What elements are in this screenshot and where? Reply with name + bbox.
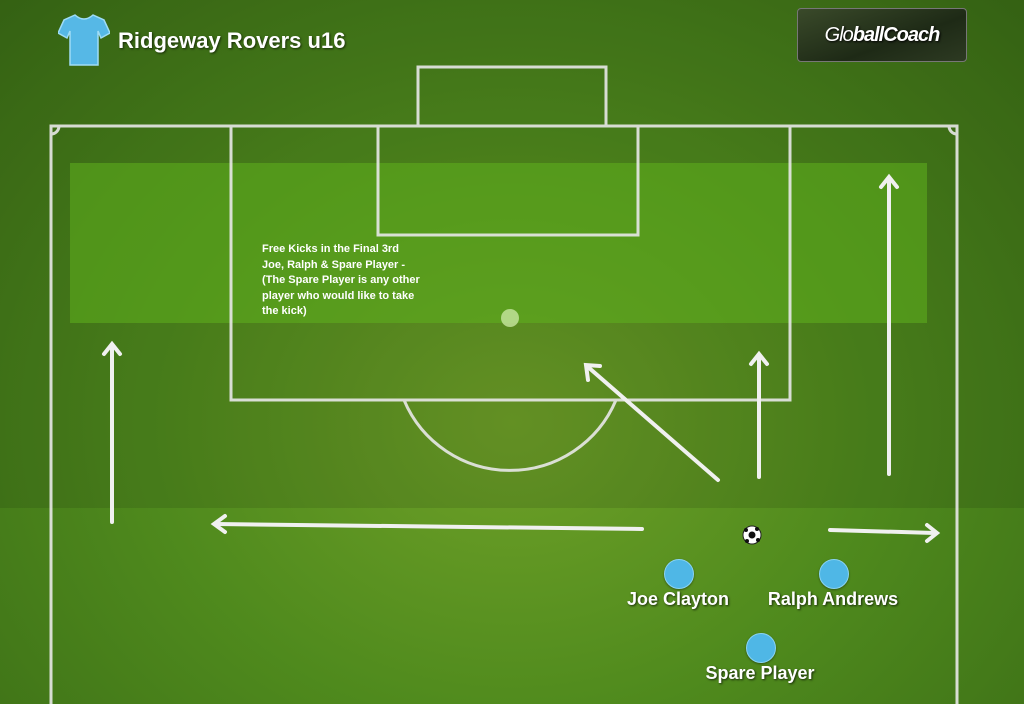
- player-marker-ralph-andrews[interactable]: [819, 559, 849, 589]
- run-arrow: [828, 523, 941, 543]
- run-arrow: [583, 362, 720, 482]
- penalty-arc: [402, 399, 618, 472]
- player-label: Spare Player: [705, 663, 815, 683]
- shirt-icon: [58, 14, 110, 66]
- goal: [416, 65, 608, 128]
- player-label: Joe Clayton: [626, 589, 730, 609]
- run-arrow: [749, 350, 769, 479]
- player-marker-spare-player[interactable]: [746, 633, 776, 663]
- player-label: Ralph Andrews: [767, 589, 899, 609]
- team-name: Ridgeway Rovers u16: [118, 28, 346, 53]
- run-arrow: [210, 514, 644, 534]
- run-arrow: [102, 340, 122, 524]
- corner-arc: [50, 125, 61, 136]
- player-marker-joe-clayton[interactable]: [664, 559, 694, 589]
- final-third-highlight: [70, 163, 927, 323]
- ball-icon: [742, 525, 762, 545]
- penalty-spot: [501, 309, 519, 327]
- run-arrow: [879, 173, 899, 476]
